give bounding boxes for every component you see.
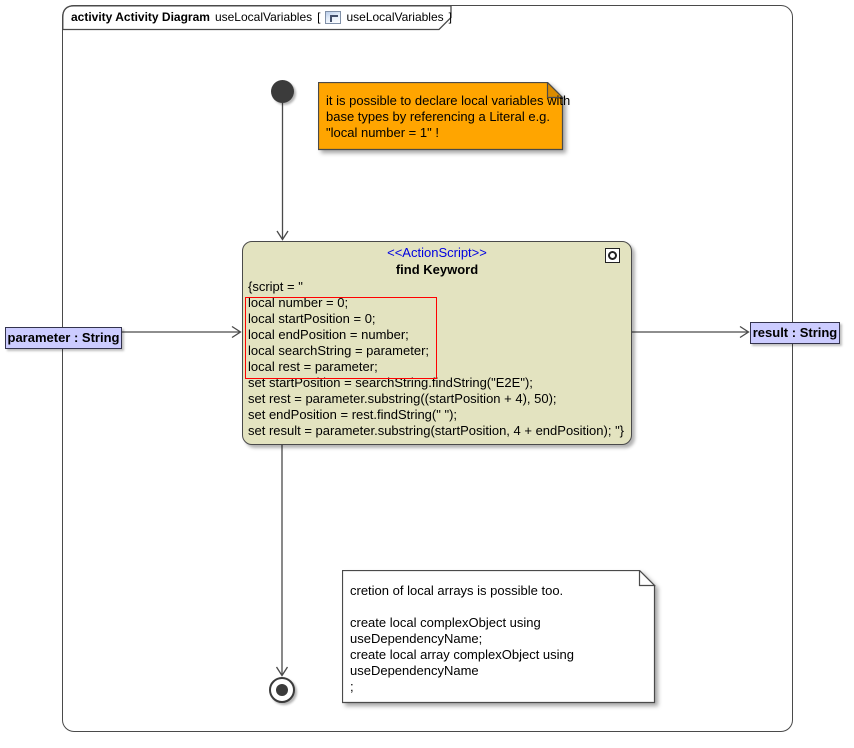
note-line: it is possible to declare local variable… xyxy=(326,93,571,108)
frame-ref-name: useLocalVariables xyxy=(346,10,444,24)
edge-action-to-result[interactable] xyxy=(632,325,750,339)
note-text: it is possible to declare local variable… xyxy=(326,93,570,141)
script-line: local searchString = parameter; xyxy=(248,343,430,358)
note-line: useDependencyName xyxy=(350,663,479,678)
action-script: {script = " local number = 0; local star… xyxy=(243,279,631,439)
script-line: set rest = parameter.substring((startPos… xyxy=(248,391,557,406)
note-fold-corner xyxy=(546,82,564,99)
initial-node[interactable] xyxy=(271,80,294,103)
note-line xyxy=(350,599,574,615)
note-line: create local complexObject using xyxy=(350,615,541,630)
note-fold-corner xyxy=(638,570,656,587)
frame-name: useLocalVariables xyxy=(214,10,313,24)
script-line: {script = " xyxy=(248,279,303,294)
final-node-dot xyxy=(276,684,288,696)
edge-action-to-final[interactable] xyxy=(275,445,289,677)
frame-open-bracket: [ xyxy=(317,10,321,24)
note-shape xyxy=(318,82,564,151)
script-line: local startPosition = 0; xyxy=(248,311,376,326)
note-line: create local array complexObject using xyxy=(350,647,574,662)
frame-tab[interactable]: activity Activity Diagram useLocalVariab… xyxy=(71,9,452,25)
frame-close-bracket: ] xyxy=(448,10,452,24)
frame-keyword: activity Activity Diagram xyxy=(71,10,210,24)
note-line: "local number = 1" ! xyxy=(326,125,439,140)
script-line: set endPosition = rest.findString(" "); xyxy=(248,407,458,422)
script-line: local number = 0; xyxy=(248,295,349,310)
script-line: set result = parameter.substring(startPo… xyxy=(248,423,625,438)
note-line: ; xyxy=(350,679,354,694)
note-line: cretion of local arrays is possible too. xyxy=(350,583,564,598)
activity-diagram-icon xyxy=(325,10,342,24)
script-line: local endPosition = number; xyxy=(248,327,409,342)
action-stereotype: <<ActionScript>> xyxy=(387,245,487,260)
action-behavior-icon xyxy=(605,248,620,263)
output-pin-result[interactable]: result : String xyxy=(750,322,840,344)
action-name: find Keyword xyxy=(395,262,479,277)
comment-note-local-variables[interactable]: it is possible to declare local variable… xyxy=(318,82,570,151)
script-line: set startPosition = searchString.findStr… xyxy=(248,375,533,390)
action-node-find-keyword[interactable]: <<ActionScript>> find Keyword {script = … xyxy=(242,241,632,445)
note-line: base types by referencing a Literal e.g. xyxy=(326,109,551,124)
final-node[interactable] xyxy=(269,677,295,703)
note-shape xyxy=(342,570,656,704)
edge-initial-to-action[interactable] xyxy=(276,103,289,241)
note-line: useDependencyName; xyxy=(350,631,483,646)
note-text: cretion of local arrays is possible too.… xyxy=(350,583,574,695)
comment-note-local-arrays[interactable]: cretion of local arrays is possible too.… xyxy=(342,570,656,704)
input-pin-parameter[interactable]: parameter : String xyxy=(5,327,122,349)
script-line: local rest = parameter; xyxy=(248,359,378,374)
edge-parameter-to-action[interactable] xyxy=(122,325,242,339)
